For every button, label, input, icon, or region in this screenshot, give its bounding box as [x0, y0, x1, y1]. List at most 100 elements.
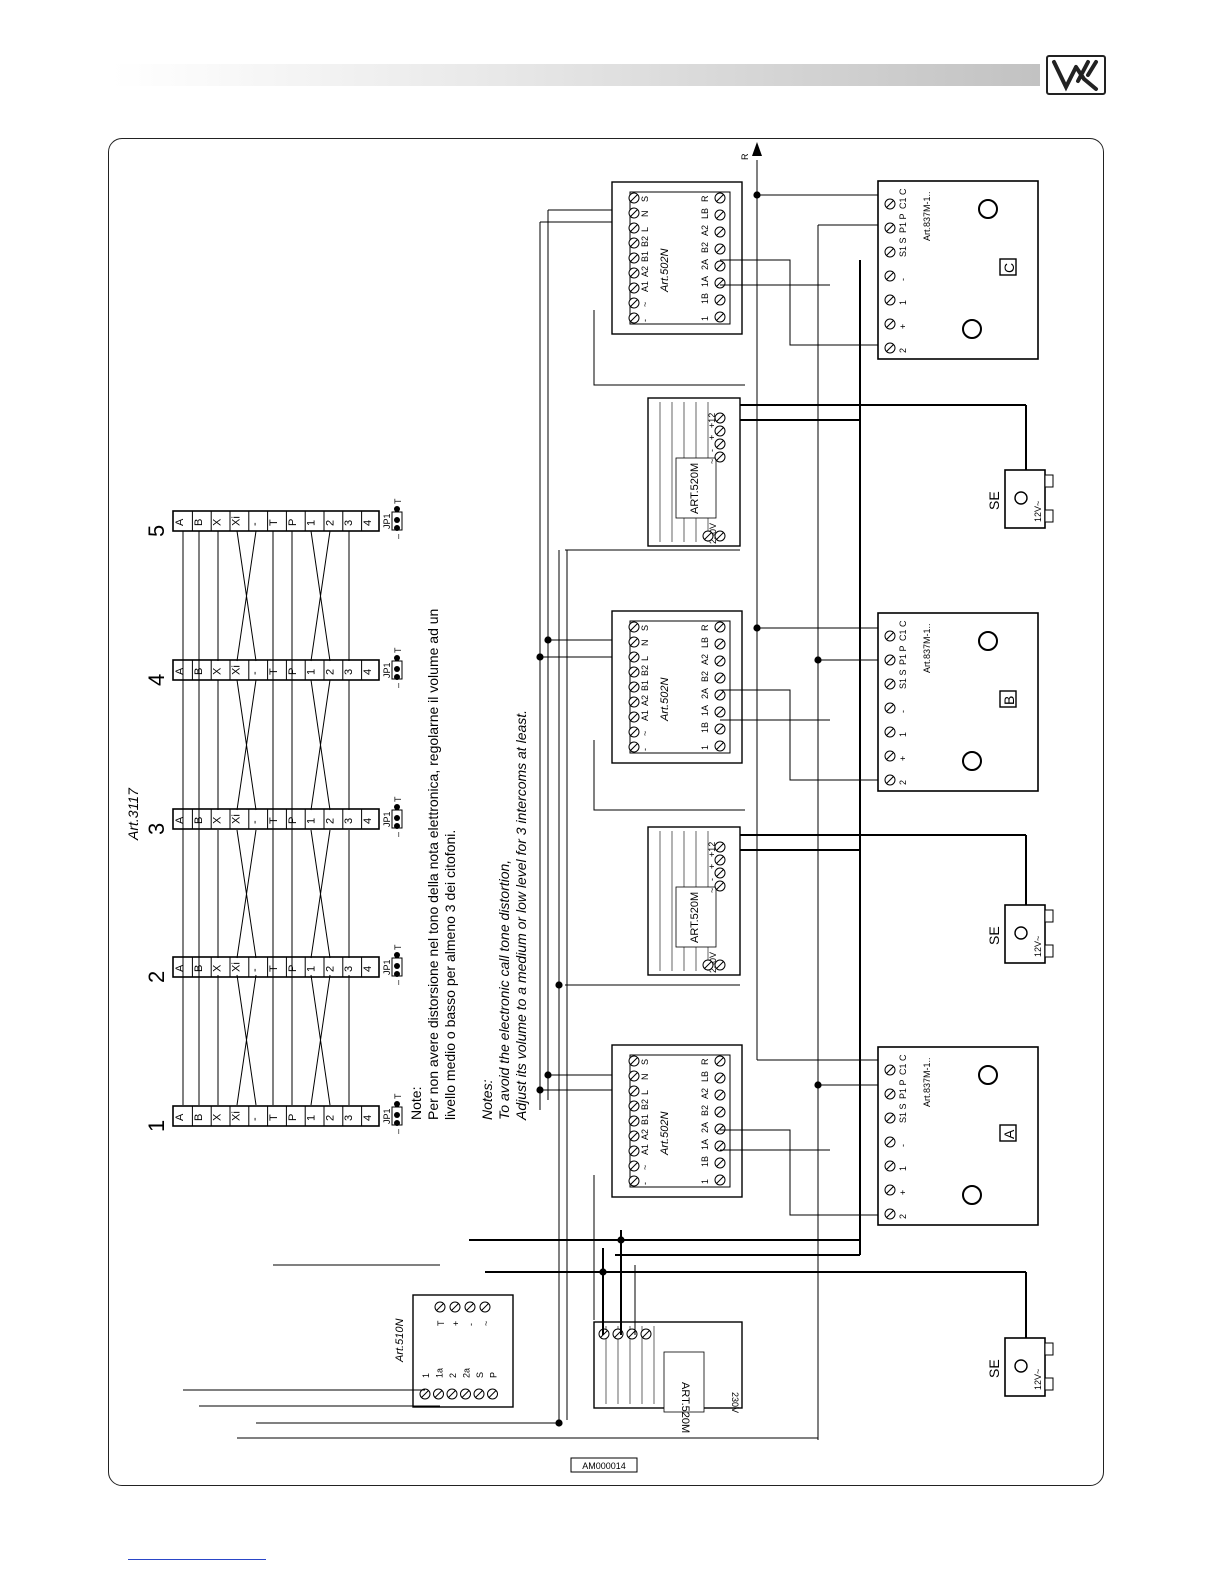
terminal-label: -	[249, 820, 261, 824]
handset-name: Art.837M-1..	[922, 1057, 932, 1107]
terminal-label: -	[249, 1117, 261, 1121]
art502-terminal-label: A2	[700, 654, 710, 665]
terminal-label: T	[268, 1114, 280, 1121]
jumper-pin	[394, 1112, 400, 1118]
terminal-label: T	[268, 519, 280, 526]
screw-slot	[886, 1186, 894, 1194]
jumper-minus: –	[393, 980, 403, 985]
screw-slot	[716, 1176, 724, 1184]
art502-terminal-label: B1	[640, 251, 650, 262]
jumper-pin	[394, 674, 400, 680]
screw-slot	[716, 262, 724, 270]
psu-label-plate	[663, 1351, 705, 1413]
screw-slot	[466, 1303, 474, 1311]
screw-slot	[886, 1090, 894, 1098]
wire	[593, 310, 745, 386]
diagram-code: AM000014	[570, 1457, 638, 1473]
art502-terminal-label: B2	[640, 236, 650, 247]
screw-slot	[886, 1210, 894, 1218]
junction-dot	[536, 1086, 544, 1094]
screw-slot	[630, 1132, 638, 1140]
handset-terminal-label: P1 P	[898, 213, 908, 233]
terminal-label: A	[174, 1113, 186, 1121]
screw-slot	[716, 691, 724, 699]
art502-terminal-label: B1	[640, 1114, 650, 1125]
junction-dot	[599, 1268, 607, 1276]
screw-slot	[716, 1108, 724, 1116]
junction-dot	[753, 624, 761, 632]
art502-terminal-label: 1A	[700, 276, 710, 287]
screw-slot	[630, 1087, 638, 1095]
screw-slot	[642, 1330, 650, 1338]
bus-wire	[236, 974, 257, 1106]
terminal-label: T	[268, 965, 280, 972]
screw-slot	[630, 1147, 638, 1155]
art502-terminal-label: 1B	[700, 293, 710, 304]
screw-slot	[630, 668, 638, 676]
screw-slot	[886, 296, 894, 304]
footer-line	[128, 1559, 266, 1560]
psu-terminal-label: +12	[707, 842, 717, 857]
art502-terminal-label: B2	[700, 671, 710, 682]
jumper-pin	[394, 525, 400, 531]
note-it-title: Note:	[408, 1087, 424, 1120]
terminal-label: P	[287, 1114, 299, 1121]
screw-slot	[886, 632, 894, 640]
terminal-label: 2	[324, 669, 336, 675]
lock-label: SE	[986, 491, 1002, 510]
screw-slot	[630, 1072, 638, 1080]
bus-wire	[236, 530, 257, 662]
screw-slot	[886, 656, 894, 664]
screw-slot	[716, 623, 724, 631]
lock-voltage: 12V~	[1033, 501, 1043, 522]
screw-slot	[630, 623, 638, 631]
handset-terminal-label: C1 C	[898, 620, 908, 641]
screw-slot	[886, 752, 894, 760]
art502-terminal-label: L	[640, 656, 650, 661]
terminal-label: P	[287, 965, 299, 972]
handset-name: Art.837M-1..	[922, 191, 932, 241]
handset-letter: A	[1001, 1129, 1017, 1139]
screw-slot	[630, 314, 638, 322]
terminal-label: 4	[362, 1115, 374, 1121]
jumper-minus: –	[393, 832, 403, 837]
screw-slot	[886, 1114, 894, 1122]
art502-terminal-label: 1A	[700, 705, 710, 716]
lock-label: SE	[986, 926, 1002, 945]
screw-slot	[716, 1057, 724, 1065]
psu-terminal-label: +	[707, 864, 717, 869]
screw-slot	[716, 1142, 724, 1150]
screw-slot	[716, 245, 724, 253]
handset-terminal-label: 2	[898, 1214, 908, 1219]
jumper-label: JP1	[382, 959, 392, 975]
module-number: 1	[144, 1120, 169, 1132]
note-en-title: Notes:	[479, 1079, 495, 1120]
terminal-label: P	[287, 817, 299, 824]
screw-slot	[886, 704, 894, 712]
screw-slot	[716, 414, 724, 422]
bus-wire	[310, 679, 331, 811]
terminal-strip	[172, 659, 380, 681]
note-en-line1: To avoid the electronic call tone distor…	[496, 860, 512, 1120]
key-icon	[1014, 491, 1028, 505]
art502-terminal-label: 1B	[700, 722, 710, 733]
wire	[720, 259, 878, 346]
screw-slot	[886, 248, 894, 256]
psu-terminal-label: ~	[707, 459, 717, 464]
screw-slot	[630, 713, 638, 721]
handset-terminal-label: 1	[898, 300, 908, 305]
junction-dot	[617, 1236, 625, 1244]
screw-slot	[716, 640, 724, 648]
handset-name: Art.837M-1..	[922, 623, 932, 673]
module-number: 3	[144, 823, 169, 835]
psu-terminal-label: -	[707, 878, 717, 881]
screw-slot	[630, 254, 638, 262]
module-number: 5	[144, 525, 169, 537]
brand-logo	[1046, 55, 1106, 95]
art502-terminal-label: R	[700, 1058, 710, 1065]
